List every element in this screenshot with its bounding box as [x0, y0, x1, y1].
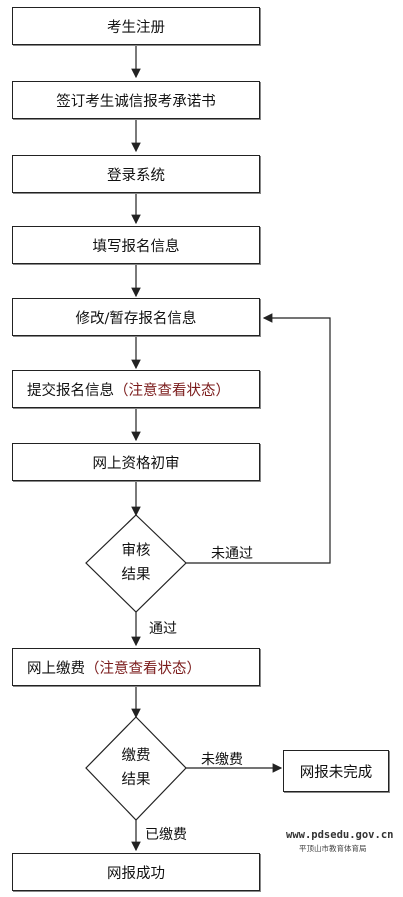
decision-pay-diamond — [85, 716, 187, 821]
arrow-review-fail — [186, 313, 331, 564]
status-note: （注意查看状态） — [85, 660, 201, 677]
step-login: 登录系统 — [12, 155, 260, 193]
edge-label-review-fail: 未通过 — [211, 546, 253, 562]
step-sign-pledge: 签订考生诚信报考承诺书 — [12, 81, 260, 119]
edge-label-pay-pass: 已缴费 — [145, 827, 187, 843]
step-success: 网报成功 — [12, 853, 260, 891]
step-modify-save: 修改/暂存报名信息 — [12, 298, 260, 336]
edge-label-pay-fail: 未缴费 — [201, 752, 243, 768]
decision-pay-label: 缴费 结果 — [121, 748, 151, 788]
step-register: 考生注册 — [12, 7, 260, 45]
decision-review-label: 审核 结果 — [121, 543, 151, 583]
watermark-url: www.pdsedu.gov.cn — [286, 829, 394, 841]
decision-review-diamond — [85, 514, 187, 613]
step-initial-review: 网上资格初审 — [12, 443, 260, 481]
step-payment: 网上缴费（注意查看状态） — [12, 648, 260, 686]
step-incomplete: 网报未完成 — [283, 750, 389, 792]
status-note: （注意查看状态） — [114, 382, 230, 399]
step-fill-info: 填写报名信息 — [12, 226, 260, 264]
watermark-org: 平顶山市教育体育局 — [299, 844, 367, 853]
edge-label-review-pass: 通过 — [149, 621, 177, 637]
step-submit: 提交报名信息（注意查看状态） — [12, 370, 260, 408]
